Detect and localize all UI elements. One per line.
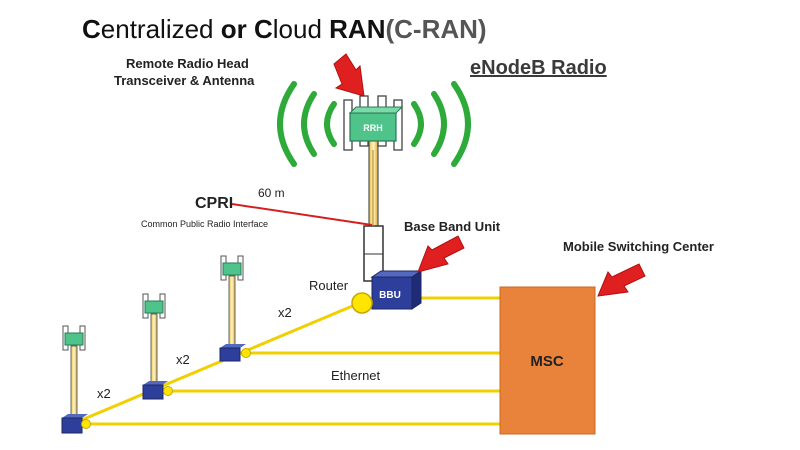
arrow-to-msc-icon: [597, 263, 646, 297]
wave-right-mid: [431, 91, 447, 157]
enodeb-label: eNodeB Radio: [470, 57, 607, 79]
site2-connector: [163, 386, 173, 396]
cell-site-3: [219, 255, 251, 362]
multiplier-lower: x2: [97, 386, 111, 401]
link-router-to-site: [71, 300, 363, 426]
ethernet-label: Ethernet: [331, 368, 381, 383]
ethernet-links: [71, 296, 500, 426]
cpri-full-name: Common Public Radio Interface: [141, 219, 269, 229]
cell-site-1: [61, 325, 91, 434]
rrh-caption-line2: Transceiver & Antenna: [114, 73, 255, 88]
red-arrows: [333, 53, 646, 297]
multiplier-middle: x2: [176, 352, 190, 367]
site1-connector: [81, 419, 91, 429]
radio-waves: [277, 81, 471, 167]
wave-left-inner: [324, 101, 337, 147]
arrow-to-bbu-icon: [417, 235, 465, 273]
page-title: Centralized or Cloud RAN(C-RAN): [82, 14, 487, 44]
main-tower: RRH: [343, 95, 404, 282]
rrh-caption-line1: Remote Radio Head: [126, 56, 249, 71]
cpri-pointer-line: [231, 203, 373, 226]
bbu-box-label: BBU: [379, 290, 401, 301]
msc-box-label: MSC: [530, 353, 564, 370]
wave-right-inner: [411, 101, 424, 147]
arrow-to-rrh-icon: [333, 53, 365, 97]
router-icon[interactable]: [351, 292, 373, 314]
msc-box[interactable]: [499, 286, 596, 435]
site3-connector: [241, 348, 251, 358]
bbu-caption: Base Band Unit: [404, 219, 501, 234]
router-label: Router: [309, 278, 349, 293]
cell-site-2: [142, 293, 173, 400]
rrh-unit[interactable]: [349, 112, 397, 142]
cpri-label: CPRI: [195, 195, 234, 212]
bbu-box[interactable]: BBU: [370, 270, 423, 310]
rrh-box-label: RRH: [363, 123, 383, 133]
wave-left-mid: [301, 91, 317, 157]
msc-caption: Mobile Switching Center: [563, 239, 714, 254]
wave-left-outer: [277, 81, 297, 167]
wave-right-outer: [451, 81, 471, 167]
multiplier-upper: x2: [278, 305, 292, 320]
cpri-distance: 60 m: [258, 186, 285, 200]
